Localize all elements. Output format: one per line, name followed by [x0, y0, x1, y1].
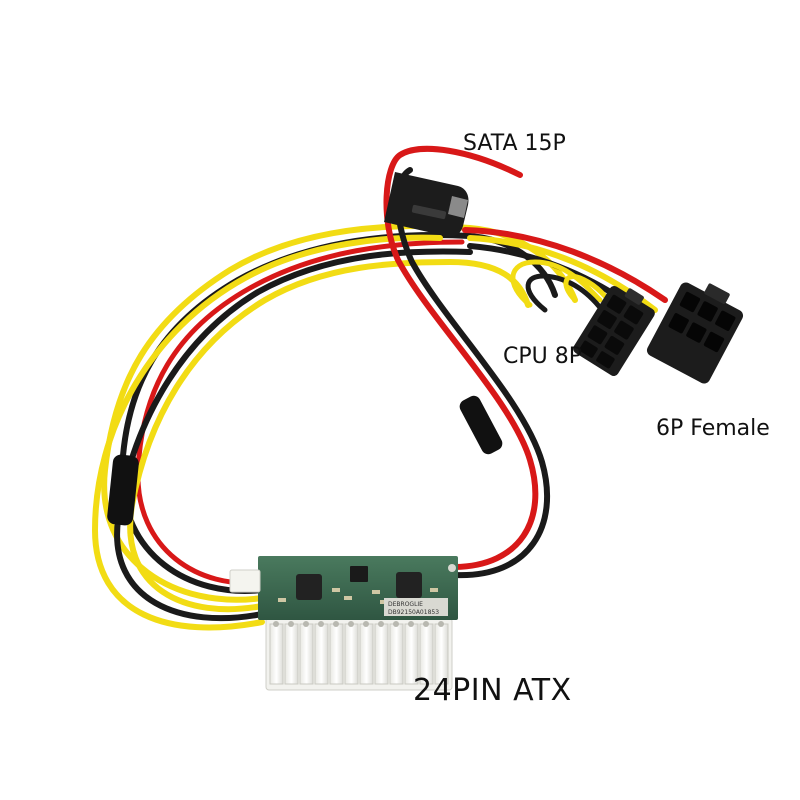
wire-yellow-inner	[127, 258, 531, 613]
board-sticker-line2: DB92150A01853	[388, 609, 439, 616]
left-sleeve	[107, 454, 139, 526]
sata-latch	[448, 196, 468, 218]
wire-black-outer	[118, 232, 558, 594]
solder-pins	[273, 621, 444, 627]
jst-connector	[229, 569, 261, 593]
cpu-8p-pin-holes	[579, 294, 644, 369]
lead-yellow-cpu-2	[563, 274, 615, 308]
pcie-6p-latch	[704, 283, 730, 304]
atx-board-assembly: DEBROGLIE DB92150A01853	[229, 556, 458, 691]
lead-black-cpu	[525, 273, 605, 313]
ic-chip	[350, 566, 368, 582]
board-sticker	[384, 598, 448, 616]
cpu-8p-latch	[624, 288, 644, 305]
sata-connector	[384, 172, 469, 237]
pcie-6p-pin-holes	[668, 291, 736, 353]
label-sata-15p: SATA 15P	[463, 131, 566, 156]
wire-red-outer	[135, 239, 465, 586]
wire-yellow-third	[91, 234, 443, 631]
label-cpu-8p: CPU 8P	[503, 344, 582, 369]
pcie-6p-connector	[646, 282, 744, 384]
cpu-8p-connector	[573, 286, 655, 376]
lead-yellow-cpu	[510, 259, 603, 308]
sata-body	[384, 172, 469, 237]
board-sticker-line1: DEBROGLIE	[388, 601, 423, 608]
right-sleeve	[459, 395, 503, 455]
wire-black-inner	[114, 248, 473, 622]
inductor-right	[396, 572, 422, 598]
sata-tab	[411, 204, 447, 220]
atx-plug-pins	[269, 623, 449, 685]
wire-red-right	[383, 145, 539, 570]
mounting-hole	[448, 564, 456, 572]
label-6p-female: 6P Female	[656, 416, 770, 441]
inductor-left	[296, 574, 322, 600]
label-24pin-atx: 24PIN ATX	[413, 673, 572, 708]
lead-red-6p	[462, 227, 668, 303]
